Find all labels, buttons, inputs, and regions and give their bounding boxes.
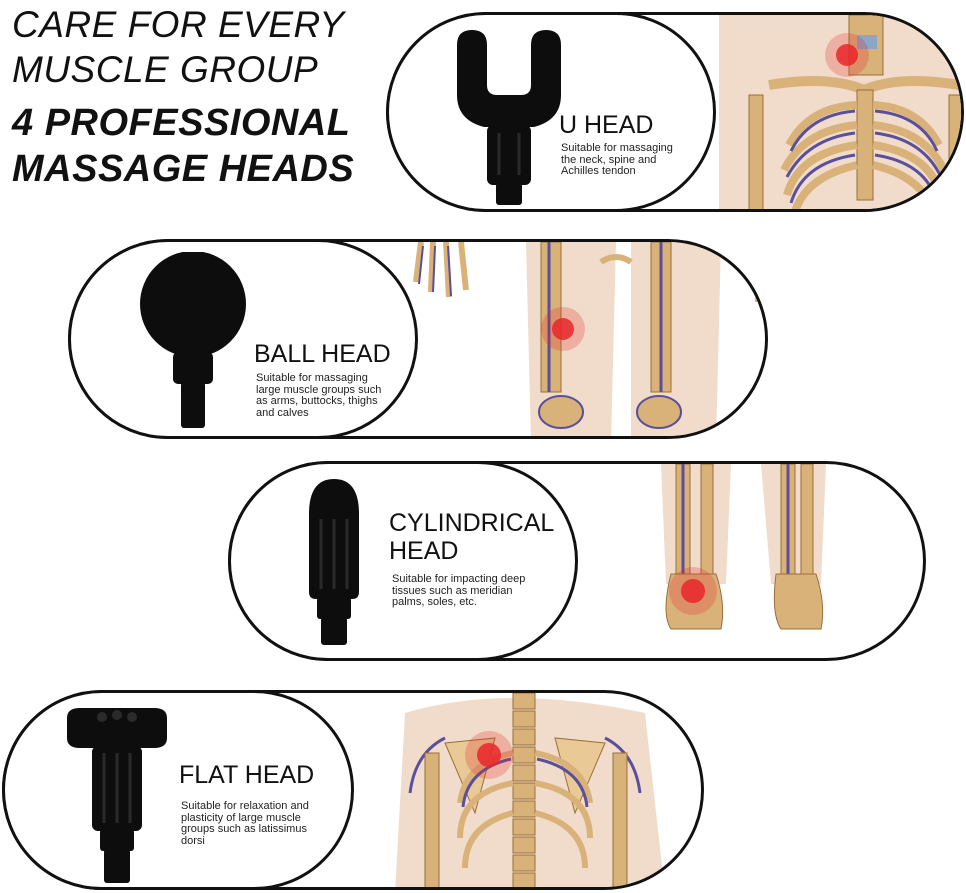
feet-skeleton-illustration bbox=[661, 464, 826, 630]
cylindrical-head-description: Suitable for impacting deep tissues such… bbox=[392, 573, 526, 608]
headline-line-2: MUSCLE GROUP bbox=[12, 49, 319, 90]
ball-head-card: BALL HEAD Suitable for massaging large m… bbox=[68, 239, 418, 439]
leg-skeleton-illustration bbox=[413, 242, 761, 436]
back-skeleton-illustration bbox=[395, 693, 665, 887]
headline-line-4: MASSAGE HEADS bbox=[12, 148, 355, 190]
cylindrical-head-card: CYLINDRICAL HEAD Suitable for impacting … bbox=[228, 461, 578, 661]
headline: CARE FOR EVERY MUSCLE GROUP 4 PROFESSION… bbox=[12, 2, 354, 192]
ball-head-description: Suitable for massaging large muscle grou… bbox=[256, 372, 382, 419]
flat-head-card: FLAT HEAD Suitable for relaxation and pl… bbox=[2, 690, 354, 890]
ball-head-attachment-icon bbox=[140, 252, 246, 428]
headline-line-1: CARE FOR EVERY bbox=[12, 4, 345, 45]
ball-head-title: BALL HEAD bbox=[254, 340, 391, 368]
headline-line-3: 4 PROFESSIONAL bbox=[12, 102, 351, 144]
flat-head-title: FLAT HEAD bbox=[179, 761, 315, 789]
u-head-description: Suitable for massaging the neck, spine a… bbox=[561, 142, 673, 177]
neck-skeleton-illustration bbox=[719, 15, 961, 209]
u-head-attachment-icon bbox=[457, 30, 561, 205]
flat-head-attachment-icon bbox=[67, 708, 167, 883]
u-head-card: U HEAD Suitable for massaging the neck, … bbox=[386, 12, 716, 212]
flat-head-description: Suitable for relaxation and plasticity o… bbox=[181, 800, 309, 847]
cylindrical-head-title: CYLINDRICAL HEAD bbox=[389, 509, 555, 565]
cylindrical-head-attachment-icon bbox=[309, 479, 359, 645]
u-head-title: U HEAD bbox=[559, 111, 654, 139]
